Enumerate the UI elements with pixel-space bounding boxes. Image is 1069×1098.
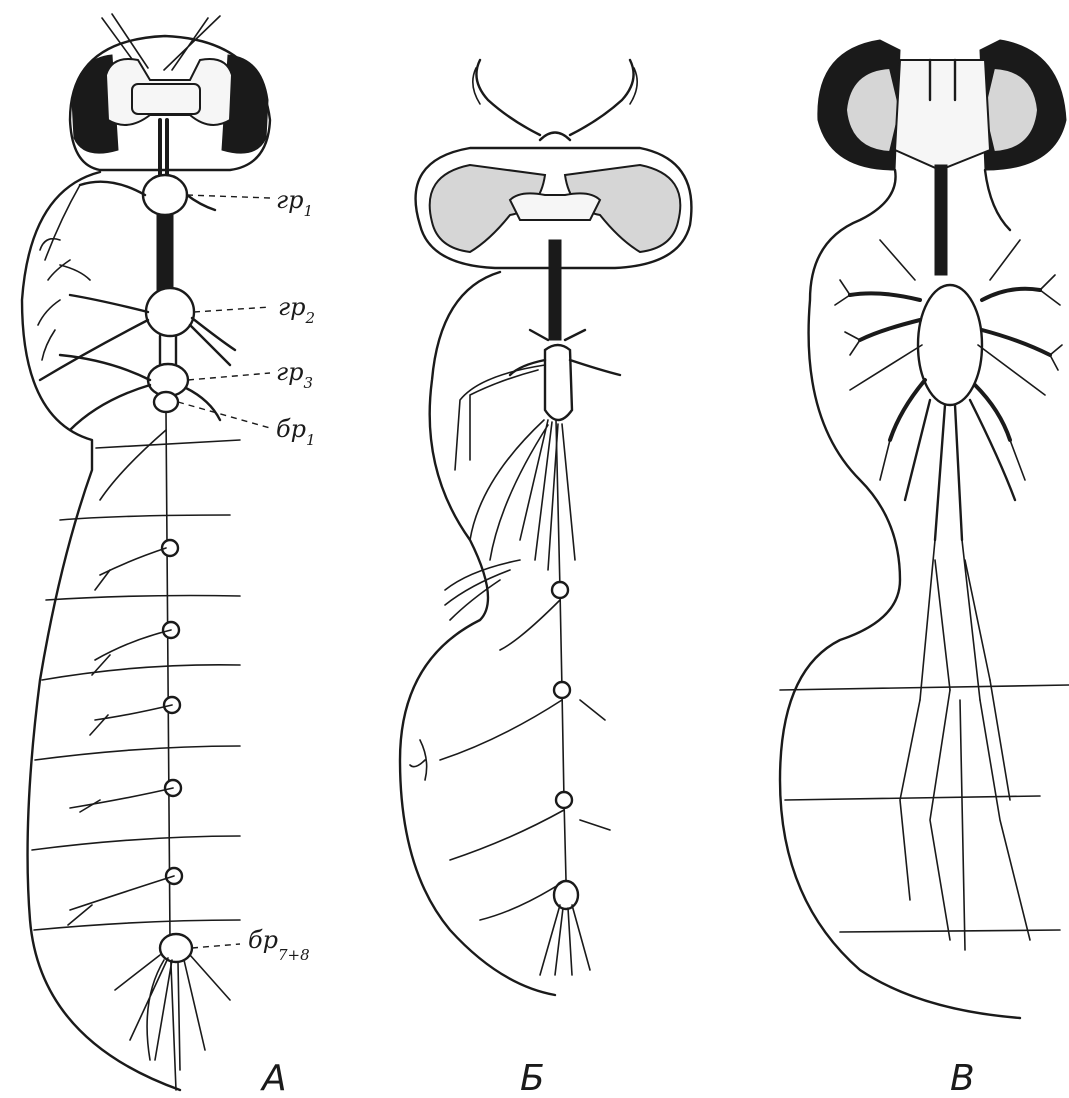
panel-label-c: В: [950, 1058, 975, 1098]
panel-c-drawing: [780, 40, 1069, 1018]
ganglion-b-thoracic: [545, 345, 572, 420]
label-br78: бр7+8: [248, 926, 310, 964]
panel-label-b: Б: [520, 1058, 545, 1098]
label-br1: бр1: [276, 415, 316, 449]
label-gr2: гр2: [278, 293, 315, 327]
panel-a-drawing: [22, 14, 270, 1090]
panel-b-drawing: [400, 60, 691, 995]
panel-label-a: А: [260, 1058, 287, 1098]
ganglion-gr1: [143, 175, 187, 215]
label-gr3: гр3: [276, 358, 313, 392]
ganglion-br1: [154, 392, 178, 412]
ganglion-gr2: [146, 288, 194, 336]
ganglion-br78: [160, 934, 192, 962]
label-gr1: гр1: [276, 186, 313, 220]
ganglion-c-fused: [918, 285, 982, 405]
